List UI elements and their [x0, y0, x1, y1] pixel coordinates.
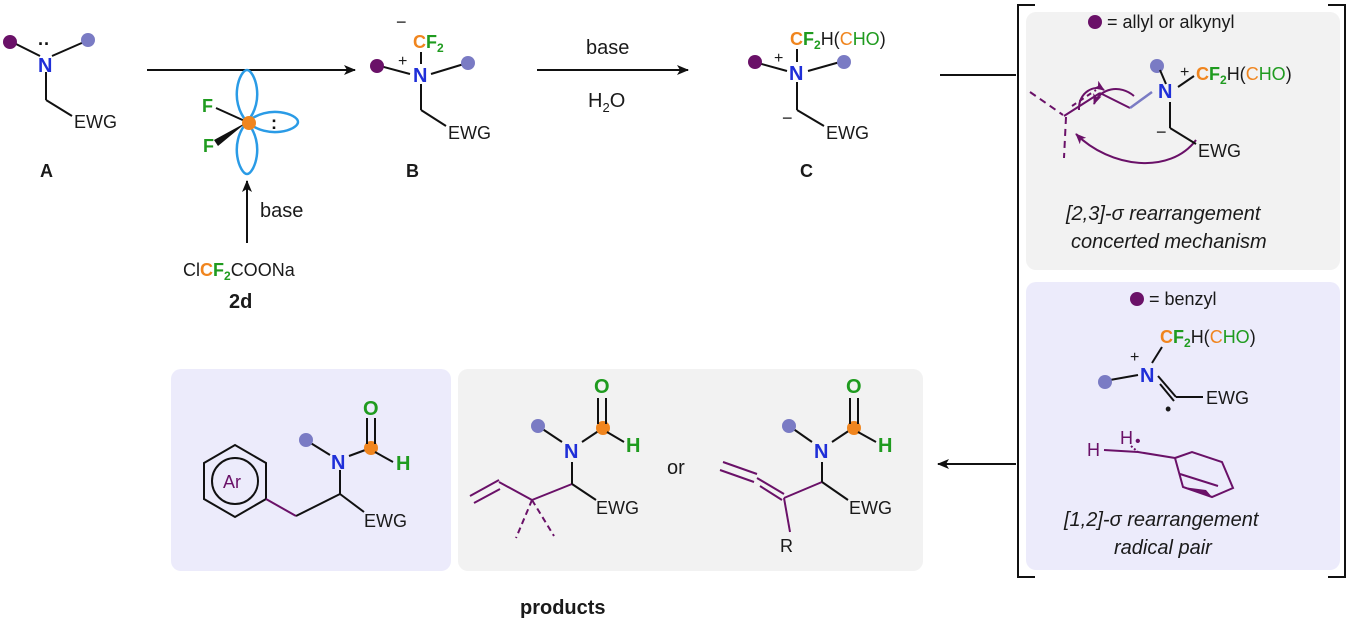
ewg-label-B: EWG: [448, 123, 491, 143]
oxygen-atom-p3: O: [846, 376, 862, 398]
oxygen-atom-p2: O: [594, 376, 610, 398]
or-label: or: [667, 457, 685, 479]
compound-B: − CF2 + N EWG B: [370, 12, 491, 181]
water-label: H2O: [588, 90, 625, 115]
mechanism-panel-benzyl: [1026, 282, 1340, 570]
label-A: A: [40, 161, 53, 181]
legend-dot-allyl: [1088, 15, 1102, 29]
base-label-2: base: [586, 37, 629, 59]
cf2-group-B: CF2: [413, 32, 444, 55]
carbene-lone-pair: :: [271, 113, 277, 133]
nitrogen-atom-mech2: N: [1140, 365, 1154, 387]
nitrogen-atom-p3: N: [814, 441, 828, 463]
minus-charge-mech1: −: [1156, 122, 1167, 142]
hydrogen-mech2-b: H: [1087, 440, 1100, 460]
product-benzyl: Ar EWG N O H: [203, 398, 410, 531]
aryl-label: Ar: [223, 472, 241, 492]
nitrogen-atom-p2: N: [564, 441, 578, 463]
legend-dot-benzyl: [1130, 292, 1144, 306]
oxygen-atom-p1: O: [363, 398, 379, 420]
product-panel-benzyl: [171, 369, 451, 571]
legend-benzyl: = benzyl: [1149, 289, 1217, 309]
plus-charge-mech1: +: [1180, 64, 1189, 81]
base-label-1: base: [260, 200, 303, 222]
cf2h-cho-mech1: CF2H(CHO): [1196, 64, 1292, 87]
hydrogen-atom-p3: H: [878, 435, 892, 457]
mechanism-12: = benzyl CF2H(CHO) + N • EWG H H • [1,2]…: [1063, 289, 1260, 559]
substituent-dot-purple: [3, 35, 17, 49]
ewg-label-p1: EWG: [364, 511, 407, 531]
plus-charge-C: +: [774, 50, 783, 67]
mechanism-23: = allyl or alkynyl N + CF2H(CHO) − EWG […: [1029, 12, 1292, 253]
r-group-label: R: [780, 536, 793, 556]
compound-A: ·· N EWG A: [3, 33, 117, 181]
label-B: B: [406, 161, 419, 181]
mechanism-panel-allyl: [1026, 12, 1340, 270]
fluorine-atom-2: F: [203, 136, 214, 156]
product-allyl: EWG N O H: [469, 376, 640, 539]
lone-pair: ··: [38, 34, 50, 54]
radical-dot-2: •: [1135, 433, 1141, 450]
cf2h-cho-group-C: CF2H(CHO): [790, 29, 886, 52]
minus-charge-C: −: [782, 108, 793, 128]
reagent-id: 2d: [229, 291, 252, 313]
ewg-label-p2: EWG: [596, 498, 639, 518]
rearrangement-23-line1: [2,3]-σ rearrangement: [1065, 203, 1262, 225]
hydrogen-atom-p2: H: [626, 435, 640, 457]
products-label: products: [520, 597, 606, 619]
mechanism-bracket: [1017, 4, 1346, 578]
radical-dot-1: •: [1165, 399, 1171, 419]
reagent-formula: ClCF2COONa: [183, 260, 296, 283]
fluorine-atom-1: F: [202, 96, 213, 116]
ewg-label-C: EWG: [826, 123, 869, 143]
ewg-label: EWG: [74, 112, 117, 132]
ewg-label-mech2: EWG: [1206, 388, 1249, 408]
difluorocarbene: F F :: [202, 68, 300, 176]
cf2h-cho-mech2: CF2H(CHO): [1160, 327, 1256, 350]
legend-allyl: = allyl or alkynyl: [1107, 12, 1235, 32]
rearrangement-23-line2: concerted mechanism: [1071, 231, 1267, 253]
product-allenyl: R EWG N O H: [719, 376, 892, 556]
label-C: C: [800, 161, 813, 181]
ewg-label-mech1: EWG: [1198, 141, 1241, 161]
plus-charge-mech2: +: [1130, 349, 1139, 366]
compound-C: CF2H(CHO) + N − EWG C: [748, 29, 886, 181]
nitrogen-atom-C: N: [789, 63, 803, 85]
hydrogen-mech2-a: H: [1120, 428, 1133, 448]
product-panel-allyl: [458, 369, 923, 571]
plus-charge-B: +: [398, 53, 407, 70]
substituent-dot-lavender: [81, 33, 95, 47]
ewg-label-p3: EWG: [849, 498, 892, 518]
hydrogen-atom-p1: H: [396, 453, 410, 475]
nitrogen-atom-p1: N: [331, 452, 345, 474]
nitrogen-atom-B: N: [413, 65, 427, 87]
nitrogen-atom: N: [38, 55, 52, 77]
rearrangement-12-line2: radical pair: [1114, 537, 1213, 559]
rearrangement-12-line1: [1,2]-σ rearrangement: [1063, 509, 1260, 531]
minus-charge-B: −: [396, 12, 407, 32]
nitrogen-atom-mech1: N: [1158, 81, 1172, 103]
